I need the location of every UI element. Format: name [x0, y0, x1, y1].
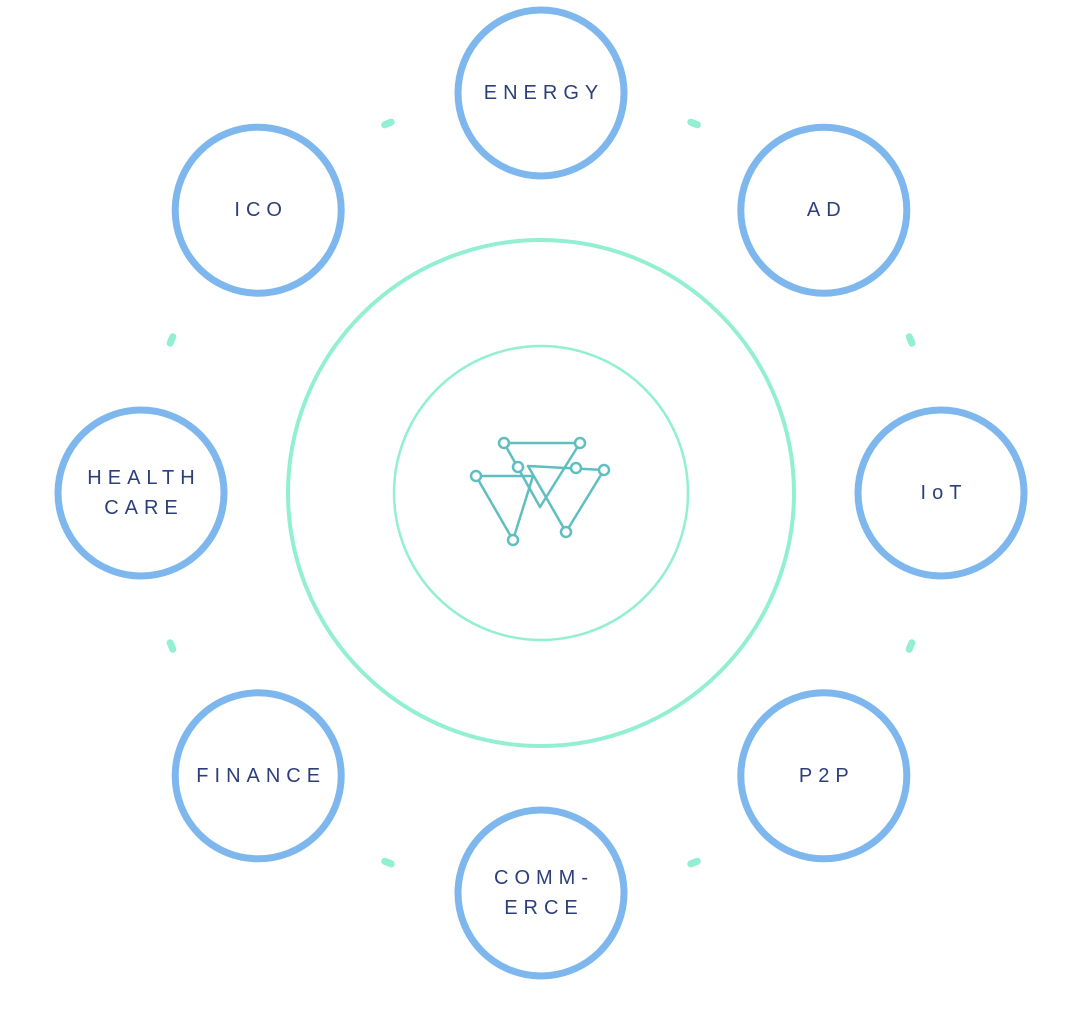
center-hub	[286, 238, 796, 748]
node-ico: ICO	[171, 123, 345, 297]
node-ring	[454, 6, 628, 180]
node-label: ENERGY	[484, 82, 604, 104]
node-label: CARE	[104, 497, 184, 519]
logo-node-dot	[506, 533, 520, 547]
triangle-network-logo-icon	[469, 436, 611, 547]
connector-arc	[687, 118, 701, 129]
node-label: IoT	[921, 482, 968, 504]
logo-triangle	[526, 464, 606, 534]
connector-arc	[381, 857, 395, 868]
category-nodes: ENERGY AD IoT P2P COMM- ERCE FINANCE HEALTH CARE…	[54, 6, 1028, 980]
connector-arc	[166, 333, 177, 347]
connector-arc	[381, 118, 395, 129]
node-commerce: COMM- ERCE	[454, 806, 628, 980]
inner-center-ring	[392, 344, 690, 642]
connector-arc	[687, 857, 701, 868]
node-health-care: HEALTH CARE	[54, 406, 228, 580]
connector-arc	[905, 639, 916, 653]
node-label: AD	[807, 199, 847, 221]
logo-node-dot	[559, 525, 573, 539]
connector-arc	[166, 639, 177, 653]
logo-triangle	[502, 441, 582, 509]
logo-node-dot	[511, 460, 525, 474]
node-ring	[171, 689, 345, 863]
node-label: P2P	[799, 765, 855, 787]
logo-node-dot	[597, 463, 611, 477]
node-ring	[171, 123, 345, 297]
connector-arc	[905, 333, 916, 347]
node-label: FINANCE	[196, 765, 326, 787]
node-iot: IoT	[854, 406, 1028, 580]
node-ad: AD	[737, 123, 911, 297]
node-label: HEALTH	[87, 467, 200, 489]
outer-center-ring	[286, 238, 796, 748]
logo-node-dot	[497, 436, 511, 450]
logo-triangle	[474, 474, 535, 542]
node-ring	[737, 123, 911, 297]
node-label: COMM-	[494, 867, 594, 889]
node-finance: FINANCE	[171, 689, 345, 863]
connector-arcs	[166, 118, 916, 868]
node-p2p: P2P	[737, 689, 911, 863]
logo-node-dot	[569, 461, 583, 475]
node-ring	[454, 806, 628, 980]
node-ring	[854, 406, 1028, 580]
node-ring	[54, 406, 228, 580]
logo-node-dot	[573, 436, 587, 450]
node-ring	[737, 689, 911, 863]
node-label: ERCE	[504, 897, 584, 919]
node-energy: ENERGY	[454, 6, 628, 180]
logo-node-dot	[469, 469, 483, 483]
node-label: ICO	[234, 199, 288, 221]
